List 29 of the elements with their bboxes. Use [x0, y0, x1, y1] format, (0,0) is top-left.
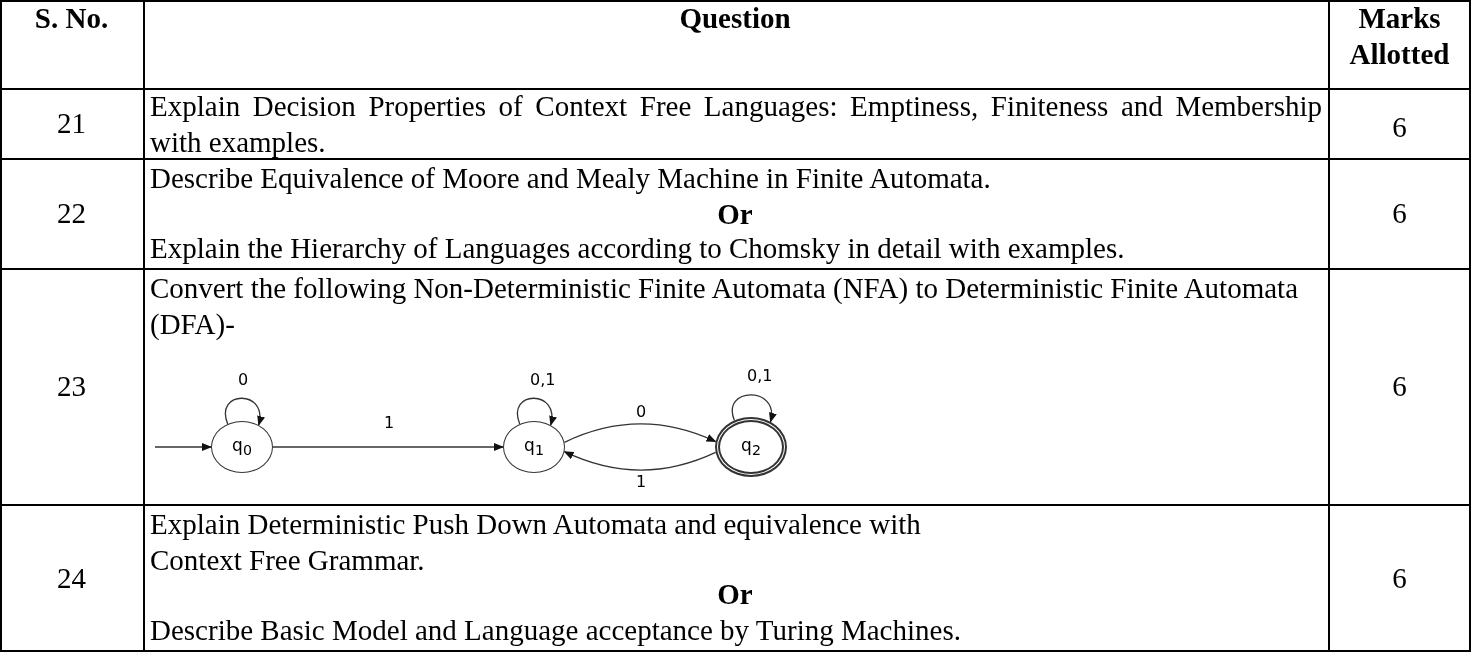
question-text: Describe Equivalence of Moore and Mealy Machine in Finite Automata.	[150, 161, 991, 196]
row-number: 22	[57, 196, 86, 231]
transition-arrow	[563, 423, 717, 443]
self-loop	[516, 397, 556, 427]
row-number: 24	[57, 561, 86, 596]
row-number: 23	[57, 369, 86, 404]
column-header: S. No.	[34, 1, 109, 36]
transition-arrow	[563, 451, 717, 471]
column-header: Question	[679, 1, 791, 36]
start-arrow	[154, 443, 212, 451]
or-separator: Or	[717, 197, 753, 232]
column-header: Marks Allotted	[1348, 1, 1451, 72]
question-text: Explain Deterministic Push Down Automata and equivalence with Context Free Grammar.	[150, 507, 922, 578]
question-text: Convert the following Non-Deterministic Finite Automata (NFA) to Deterministic Finite Automata (DFA)-	[150, 271, 1299, 342]
question-text: Describe Basic Model and Language acceptance by Turing Machines.	[150, 613, 961, 648]
transition-arrow	[272, 443, 504, 451]
self-loop	[731, 394, 776, 423]
accept-state: q$_{2}$	[715, 417, 787, 477]
row-number: 21	[57, 106, 86, 141]
marks-value: 6	[1392, 110, 1407, 145]
self-loop	[224, 397, 264, 427]
state-circle: q$_{0}$	[211, 421, 273, 473]
marks-value: 6	[1392, 196, 1407, 231]
marks-value: 6	[1392, 369, 1407, 404]
or-separator: Or	[717, 577, 753, 612]
marks-value: 6	[1392, 561, 1407, 596]
question-text: Explain the Hierarchy of Languages according to Chomsky in detail with examples.	[150, 231, 1125, 266]
question-text: Explain Decision Properties of Context Free Languages: Emptiness, Finiteness and Membership with examples.	[150, 89, 1322, 160]
state-circle: q$_{1}$	[503, 421, 565, 473]
